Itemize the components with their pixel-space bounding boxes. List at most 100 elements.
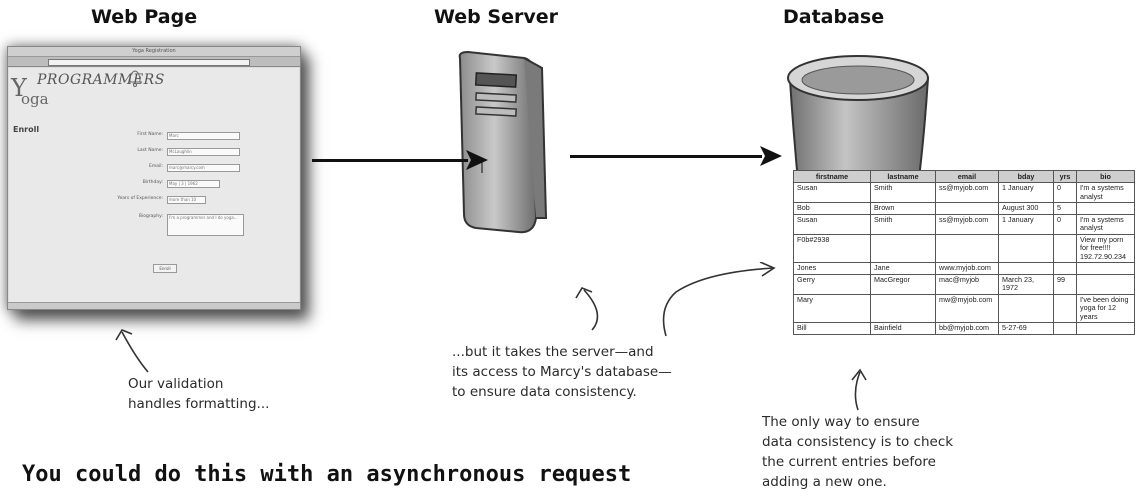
callout-arrow-server	[575, 287, 599, 331]
table-cell: Susan	[793, 182, 871, 203]
callout-arrow-table	[851, 368, 867, 411]
site-logo: PROGRAMMERS	[37, 72, 165, 88]
last-name-input[interactable]: McLaughlin	[167, 148, 240, 156]
heading-web-server: Web Server	[434, 6, 558, 28]
note-validation: Our validation handles formatting...	[128, 374, 269, 414]
browser-statusbar	[8, 302, 300, 309]
table-cell	[1076, 202, 1135, 215]
table-cell: F0b#2938	[793, 233, 871, 263]
table-cell	[870, 293, 936, 323]
column-header: yrs	[1053, 170, 1077, 183]
form-row-birthday: Birthday: May | 3 | 1962	[71, 180, 271, 188]
table-cell: 1 January	[998, 182, 1054, 203]
callout-arrow-database	[662, 262, 776, 337]
browser-titlebar: Yoga Registration	[8, 47, 300, 57]
note-server: ...but it takes the server—and its acces…	[452, 342, 672, 402]
note-line: handles formatting...	[128, 396, 270, 412]
url-bar[interactable]	[48, 59, 250, 66]
table-cell	[1076, 322, 1135, 335]
arrow-page-to-server-line	[312, 159, 468, 162]
arrow-head-icon	[466, 150, 488, 170]
table-cell: Gerry	[793, 273, 871, 295]
heading-web-page: Web Page	[91, 6, 198, 28]
table-cell: mac@myjob	[935, 273, 999, 295]
table-row: Gerry MacGregor mac@myjob March 23, 1972…	[793, 273, 1135, 295]
table-cell	[870, 233, 936, 263]
column-header: email	[935, 170, 999, 183]
table-cell: Susan	[793, 213, 871, 235]
experience-select[interactable]: more than 10	[167, 196, 206, 204]
section-heading: You could do this with an asynchronous r…	[22, 462, 632, 487]
server-tower-icon	[458, 50, 548, 234]
table-row: Susan Smith ss@myjob.com 1 January 0 I'm…	[793, 213, 1135, 235]
field-label: Email:	[148, 164, 163, 169]
table-cell: ss@myjob.com	[935, 213, 999, 235]
table-cell: View my porn for free!!!! 192.72.90.234	[1076, 233, 1135, 263]
table-cell	[1053, 293, 1077, 323]
table-cell: Smith	[870, 182, 936, 203]
table-row: Bob Brown August 300 5	[793, 202, 1135, 215]
table-cell: August 300	[998, 202, 1054, 215]
email-input[interactable]: marc@marcy.com	[167, 164, 240, 172]
table-cell: Mary	[793, 293, 871, 323]
table-cell	[1053, 262, 1077, 275]
form-row-experience: Years of Experience: more than 10	[71, 196, 271, 204]
table-row: Mary mw@myjob.com I've been doing yoga f…	[793, 293, 1135, 323]
table-cell	[1053, 322, 1077, 335]
table-cell: I'm a systems analyst	[1076, 213, 1135, 235]
table-header-row: firstname lastname email bday yrs bio	[793, 170, 1135, 183]
table-cell	[1076, 262, 1135, 275]
table-cell: bb@myjob.com	[935, 322, 999, 335]
table-cell: March 23, 1972	[998, 273, 1054, 295]
table-row: Bill Bainfield bb@myjob.com 5-27-69	[793, 322, 1135, 335]
biography-textarea[interactable]: I'm a programmer and I do yoga...	[167, 214, 244, 236]
browser-window: Yoga Registration Y oga PROGRAMMERS Enro…	[7, 46, 301, 310]
table-cell: 0	[1053, 182, 1077, 203]
form-row-biography: Biography: I'm a programmer and I do yog…	[71, 214, 271, 240]
form-row-first-name: First Name: Marc	[71, 132, 271, 140]
table-cell: 99	[1053, 273, 1077, 295]
table-cell: 1 January	[998, 213, 1054, 235]
table-cell: MacGregor	[870, 273, 936, 295]
note-line: data consistency is to check	[762, 434, 954, 450]
note-line: to ensure data consistency.	[452, 384, 637, 400]
table-cell: Bob	[793, 202, 871, 215]
table-cell: I've been doing yoga for 12 years	[1076, 293, 1135, 323]
enroll-label: Enroll	[13, 125, 40, 134]
field-label: Biography:	[138, 214, 163, 219]
table-cell: Jones	[793, 262, 871, 275]
table-row: Susan Smith ss@myjob.com 1 January 0 I'm…	[793, 182, 1135, 203]
table-cell	[1053, 233, 1077, 263]
table-cell: 5	[1053, 202, 1077, 215]
table-cell: Brown	[870, 202, 936, 215]
table-row: Jones Jane www.myjob.com	[793, 262, 1135, 275]
form-row-last-name: Last Name: McLaughlin	[71, 148, 271, 156]
note-line: adding a new one.	[762, 474, 887, 490]
birthday-select[interactable]: May | 3 | 1962	[167, 180, 220, 188]
enroll-submit-button[interactable]: Enroll	[153, 264, 177, 273]
table-cell: Bill	[793, 322, 871, 335]
note-line: its access to Marcy's database—	[452, 364, 672, 380]
heading-database: Database	[783, 6, 885, 28]
arrow-server-to-db-line	[570, 155, 762, 158]
note-line: the current entries before	[762, 454, 936, 470]
table-cell: ss@myjob.com	[935, 182, 999, 203]
table-cell	[998, 233, 1054, 263]
table-cell	[998, 293, 1054, 323]
browser-toolbar	[8, 57, 300, 67]
field-label: First Name:	[137, 132, 163, 137]
field-label: Birthday:	[142, 180, 163, 185]
field-label: Years of Experience:	[117, 196, 163, 201]
note-line: The only way to ensure	[762, 414, 920, 430]
page-content: Y oga PROGRAMMERS Enroll First Name: Mar…	[9, 68, 299, 302]
table-cell: Smith	[870, 213, 936, 235]
first-name-input[interactable]: Marc	[167, 132, 240, 140]
note-line: Our validation	[128, 376, 224, 392]
table-cell: www.myjob.com	[935, 262, 999, 275]
table-cell	[935, 233, 999, 263]
arrow-head-icon	[760, 146, 782, 166]
database-table: firstname lastname email bday yrs bio Su…	[793, 170, 1135, 335]
note-line: ...but it takes the server—and	[452, 344, 654, 360]
table-cell	[998, 262, 1054, 275]
callout-arrow-validation	[115, 329, 149, 373]
